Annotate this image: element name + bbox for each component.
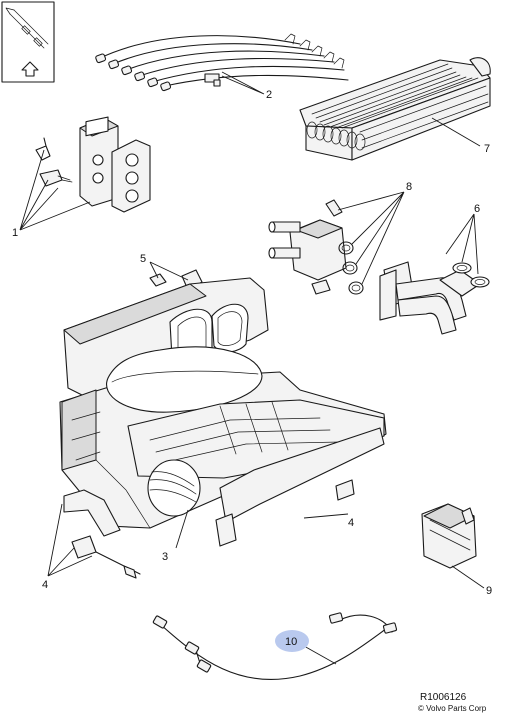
orientation-arrow-icon: [5, 7, 49, 77]
callout-3: 3: [162, 551, 168, 563]
part-4-brackets: [63, 489, 141, 579]
callout-10-highlight: 10: [275, 630, 309, 652]
callout-10: 10: [285, 636, 297, 648]
callout-1: 1: [12, 227, 18, 239]
hvac-housing-assembly: [59, 277, 387, 547]
callout-6: 6: [474, 203, 480, 215]
part-7-heater-core: [299, 57, 491, 161]
copyright-notice: © Volvo Parts Corp: [418, 704, 487, 713]
part-9-actuator: [421, 503, 477, 569]
orientation-inset: [1, 1, 55, 83]
callout-9: 9: [486, 585, 492, 597]
callout-7: 7: [484, 143, 490, 155]
part-6-pipe-assembly: [379, 261, 490, 335]
reference-number: R1006126: [420, 692, 467, 703]
callout-4-left: 4: [42, 579, 48, 591]
callout-5: 5: [140, 253, 146, 265]
callout-4-right: 4: [348, 517, 354, 529]
callout-2: 2: [266, 89, 272, 101]
part-10-cable: [152, 612, 398, 681]
part-8-heater-valve: [268, 199, 364, 295]
part-2-cable-harness: [95, 33, 349, 92]
callout-8: 8: [406, 181, 412, 193]
callout-labels: 1 2 7 8 6 5 4 3 4 9 10: [12, 89, 492, 652]
part-1-valve-assembly: [35, 116, 151, 213]
